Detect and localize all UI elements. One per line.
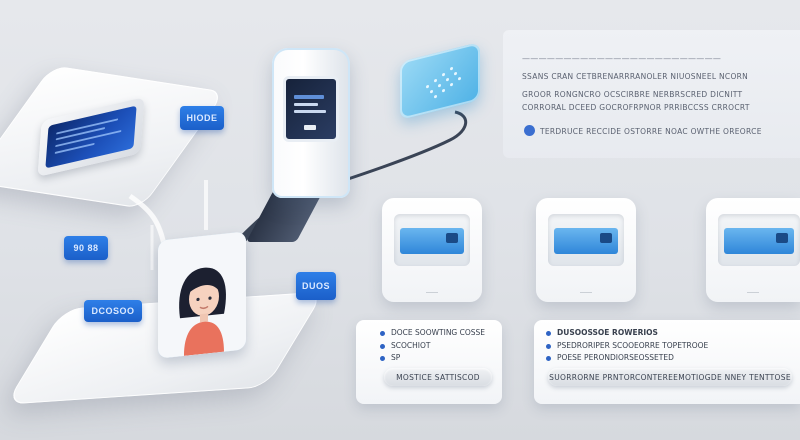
list-left-row-2: SCOCHIOT: [380, 341, 430, 350]
label-chip-dcosoo: DCOSOO: [84, 300, 142, 322]
list-left-row-1-text: DOCE SOOWTING COSSE: [391, 328, 486, 337]
info-line-5: TERDRUCE RECCIDE OSTORRE NOAC OWTHE OREO…: [540, 127, 762, 136]
bullet-icon: [380, 355, 385, 361]
label-chip-duos: DUOS: [296, 272, 336, 300]
info-line-3: GROOR RONGNCRO OCSCIRBRE NERBRSCRED DICN…: [522, 90, 743, 99]
user-profile-card: [158, 231, 246, 359]
list-right-row-2: PSEDRORIPER SCOOEORRE TOPETROOE: [546, 341, 708, 350]
preview-card-1-screen: [400, 228, 464, 254]
list-panel-right: [534, 320, 800, 404]
preview-card-2-caption: ——: [580, 290, 592, 296]
label-chip-hiode: HIODE: [180, 106, 224, 130]
info-line-2: SSANS CRAN CETBRENARRRANOLER NIUOSNEEL N…: [522, 72, 749, 81]
list-left-button[interactable]: MOSTICE SATTISCOD: [384, 368, 492, 386]
preview-card-2-frame: [548, 214, 624, 266]
info-line-4: CORRORAL DCEED GOCROFRPNOR PRRIBCCSS CRR…: [522, 103, 750, 112]
preview-card-3-caption: ——: [747, 290, 759, 296]
info-panel: [503, 30, 800, 158]
bullet-icon: [380, 343, 385, 349]
preview-card-3-frame: [718, 214, 800, 266]
preview-card-1-caption: ——: [426, 290, 438, 296]
label-chip-numbers: 90 88: [64, 236, 108, 260]
list-left-row-3: SP: [380, 353, 400, 362]
info-line-1: ————————————————————————: [522, 54, 722, 63]
list-right-row-3-text: POESE PERONDIORSEOSSETED: [557, 353, 674, 362]
shield-icon: [524, 125, 535, 136]
list-right-row-1-text: DUSOOSSOE ROWERIOS: [557, 328, 658, 337]
user-avatar: [158, 231, 246, 359]
preview-card-3[interactable]: ——: [706, 198, 800, 302]
preview-card-1[interactable]: ——: [382, 198, 482, 302]
preview-card-2[interactable]: ——: [536, 198, 636, 302]
kiosk-screen: [283, 76, 339, 142]
list-right-row-2-text: PSEDRORIPER SCOOEORRE TOPETROOE: [557, 341, 709, 350]
preview-card-1-frame: [394, 214, 470, 266]
list-left-row-2-text: SCOCHIOT: [391, 341, 431, 350]
bullet-icon: [546, 330, 551, 336]
bullet-icon: [546, 343, 551, 349]
preview-card-3-screen: [724, 228, 794, 254]
list-left-row-1: DOCE SOOWTING COSSE: [380, 328, 485, 337]
bullet-icon: [380, 330, 385, 336]
list-left-row-3-text: SP: [391, 353, 401, 362]
bullet-icon: [546, 355, 551, 361]
list-right-button[interactable]: SUORRORNE PRNTORCONTEREEMOTIOGDE NNEY TE…: [548, 368, 792, 386]
list-right-row-1: DUSOOSSOE ROWERIOS: [546, 328, 658, 337]
list-right-row-3: POESE PERONDIORSEOSSETED: [546, 353, 674, 362]
preview-card-2-screen: [554, 228, 618, 254]
